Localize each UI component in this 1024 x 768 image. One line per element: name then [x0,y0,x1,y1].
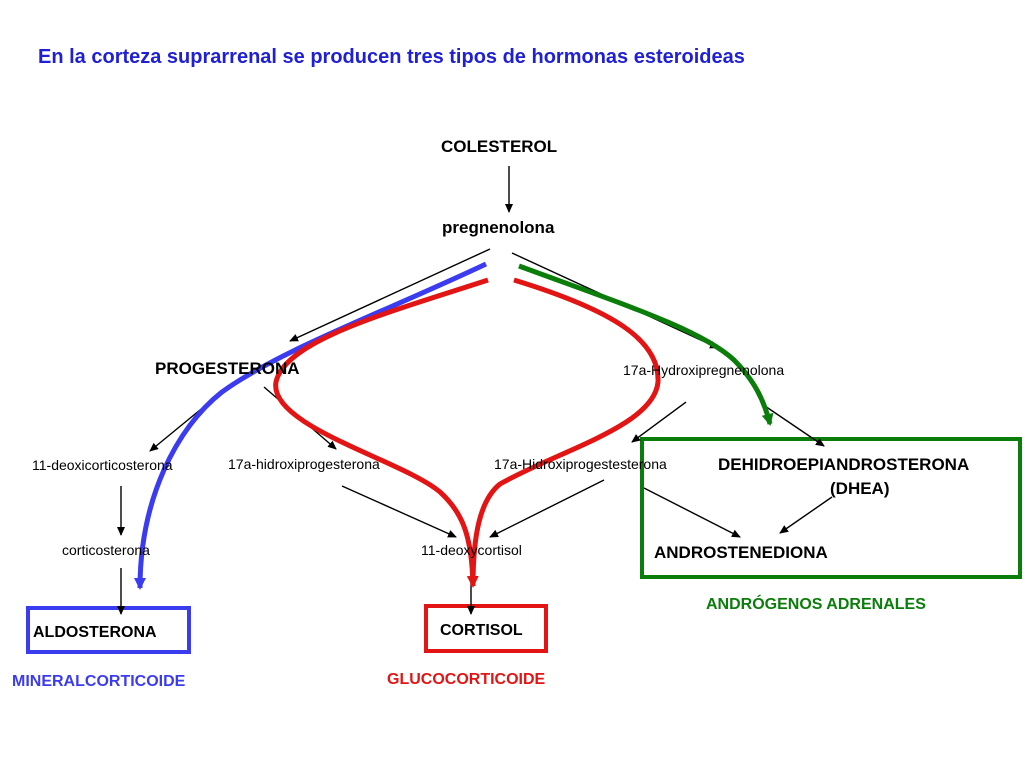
node-hidroxiprogesterona-a: 17a-hidroxiprogesterona [228,456,380,472]
node-progesterona: PROGESTERONA [155,359,300,378]
node-dhea-line1: DEHIDROEPIANDROSTERONA [718,455,970,474]
node-colesterol: COLESTEROL [441,137,558,156]
node-aldosterona: ALDOSTERONA [33,624,157,641]
cortisol-box [424,604,548,653]
red-pathway-left-arrow [273,277,489,588]
label-glucocorticoide: GLUCOCORTICOIDE [387,671,546,688]
green-pathway-arrow [518,263,774,426]
arrow-dhea-androstenediona [779,496,833,534]
node-deoxicorticosterona: 11-deoxicorticosterona [32,457,173,473]
aldosterona-box [26,606,191,654]
arrow-hidroxiprogesterona-b-deoxycortisol [489,479,605,538]
arrow-hidroxiprogesterona-b-androstenediona [643,487,741,538]
label-mineralcorticoide: MINERALCORTICOIDE [12,673,186,690]
arrow-hidroxipregnenolona-hidroxiprogesterona [631,401,687,443]
node-corticosterona: corticosterona [62,542,150,558]
blue-pathway-arrow [134,261,488,590]
node-hidroxipregnenolona: 17a-Hydroxipregnenolona [623,362,785,378]
red-pathway-right-arrow [470,277,661,587]
arrow-hidroxipregnenolona-dhea [761,403,825,447]
androgenos-box [640,437,1022,579]
page-title: En la corteza suprarrenal se producen tr… [38,46,745,68]
node-deoxycortisol: 11-deoxycortisol [421,542,522,558]
arrow-hidroxiprogesterona-deoxycortisol [341,485,457,538]
node-cortisol: CORTISOL [440,622,523,639]
node-pregnenolona: pregnenolona [442,218,555,237]
node-hidroxiprogesterona-b: 17a-Hidroxiprogestesterona [494,456,667,472]
arrow-pregnenolona-progesterona [289,248,491,342]
node-androstenediona: ANDROSTENEDIONA [654,543,828,562]
label-androgenos: ANDRÓGENOS ADRENALES [706,596,926,613]
node-dhea-line2: (DHEA) [830,479,890,498]
